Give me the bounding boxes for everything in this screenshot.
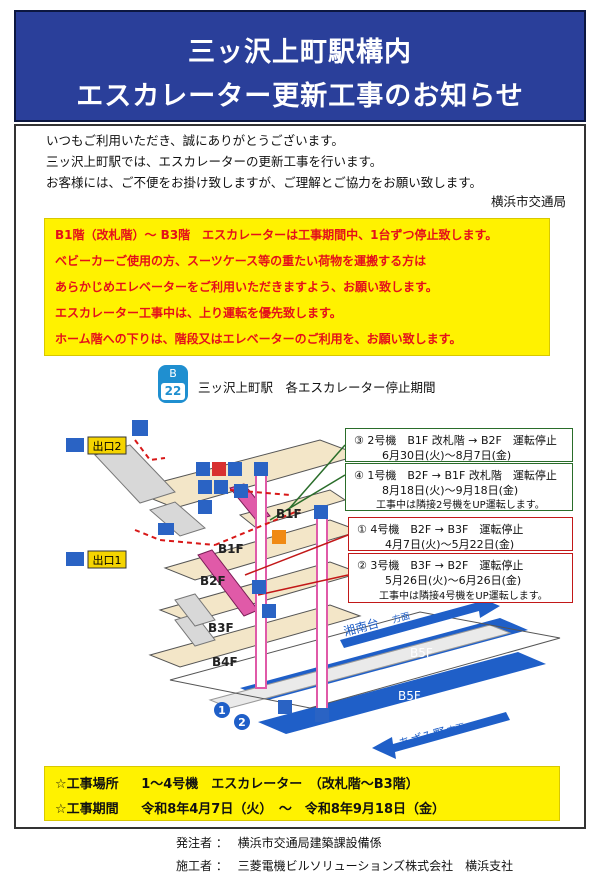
station-number-badge: B 22 [158,365,188,403]
callout-4-line1: 4号機 B2F → B3F 運転停止 [370,523,524,536]
elevator-icon-b1f [254,462,268,476]
notice-body [14,124,586,829]
callout-num-2: ② [357,559,367,572]
floor-label-b2f: B2F [200,574,226,588]
contractor-row: 施工者 ： 三菱電機ビルソリューションズ株式会社 横浜支社 [176,859,514,873]
bus-icon-exit1 [66,552,84,566]
escalator-icon-b5f [278,700,292,714]
warning-box: B1階（改札階）～ B3階 エスカレーターは工事期間中、1台ずつ停止致します。 … [44,218,550,356]
b5f-slab [169,611,561,709]
intro-signature: 横浜市交通局 [490,194,566,209]
locker-icon [196,462,210,476]
exit1-badge [87,550,127,569]
marker-2-label: 2 [238,716,246,729]
callout-num-1: ① [357,523,367,536]
callout-escalator-1: ④ 1号機 B2F → B1F 改札階 運転停止 8月18日(火)～9月18日(… [345,463,573,511]
construction-place-value: 1～4号機 エスカレーター （改札階～B3階） [141,777,419,792]
info-icon [214,480,228,494]
marker-2 [234,714,250,730]
exit1-label: 出口1 [93,553,122,567]
elevator-shaft-1 [255,467,267,689]
callout-4-line2: 4月7日(火)～5月22日(金) [385,538,515,551]
callout-1-line2: 8月18日(火)～9月18日(金) [382,484,519,497]
callout-3-line2: 5月26日(火)～6月26日(金) [385,574,522,587]
intro-line-3: お客様には、ご不便をお掛け致しますが、ご理解とご協力をお願い致します。 [46,175,483,190]
floor-label-b3f: B3F [208,621,234,635]
escalator-icon-b2f [252,580,266,594]
callout-1-line1: 1号機 B2F → B1F 改札階 運転停止 [367,469,557,482]
track-lower [258,652,546,734]
floor-label-b1f-right: B1F [276,507,302,521]
construction-period-value: 令和8年4月7日（火） ～ 令和8年9月18日（金） [141,802,446,817]
direction-azamino: あざみ野 [397,724,447,751]
construction-info-box: ☆工事場所 1～4号機 エスカレーター （改札階～B3階） ☆工事期間 令和8年… [44,766,560,821]
callout-1-line3: 工事中は隣接2号機をUP運転します。 [376,500,545,511]
marker-1 [214,702,230,718]
orderer-row: 発注者 ： 横浜市交通局建築課設備係 [176,836,382,850]
warning-line-3: あらかじめエレベーターをご利用いただきますよう、お願い致します。 [55,280,438,294]
elevator-icon-b3f [262,604,276,618]
exit2-label: 出口2 [93,439,122,453]
construction-period-label: ☆工事期間 [55,802,119,817]
orderer-value: 横浜市交通局建築課設備係 [237,836,382,850]
elevator-icon-b1 [132,420,148,436]
exit2-badge [87,436,127,455]
station-badge-line: B [169,367,177,380]
construction-place: ☆工事場所 1～4号機 エスカレーター （改札階～B3階） [55,773,419,792]
restroom-icon [212,462,226,476]
callout-num-3: ③ [354,434,364,447]
callout-num-4: ④ [354,469,364,482]
construction-place-label: ☆工事場所 [55,777,119,792]
arrow-azamino [372,712,510,759]
floor-label-b5f-upper: B5F [410,646,433,660]
station-badge-number: 22 [161,383,185,400]
title-line-2: エスカレーター更新工事のお知らせ [76,81,524,112]
station-diagram: 出口2 出口1 B1F B1F B2F B3F B4F B5F B5F 湘南台 … [66,420,561,759]
floor-label-b5f-lower: B5F [398,689,421,703]
leader-lines-red [244,534,349,596]
ticket-icon [234,484,248,498]
accessible-toilet-icon [228,462,242,476]
floor-label-b1f-left: B1F [218,542,244,556]
intro-line-1: いつもご利用いただき、誠にありがとうございます。 [46,133,344,148]
callout-3-line1: 3号機 B3F → B2F 運転停止 [370,559,524,572]
fare-gate-icon [158,523,174,535]
contractor-label: 施工者 [176,859,213,873]
callout-2-line2: 6月30日(火)～8月7日(金) [382,449,512,462]
elevator-icon-b5f [315,708,329,722]
warning-line-4: エスカレーター工事中は、上り運転を優先致します。 [55,306,342,320]
callout-2-line1: 2号機 B1F 改札階 → B2F 運転停止 [367,434,557,447]
title-line-1: 三ッ沢上町駅構内 [188,37,412,68]
warning-line-5: ホーム階への下りは、階段又はエレベーターのご利用を、お願い致します。 [55,332,462,346]
arrow-shonandai [340,596,500,648]
staff-icon [198,500,212,514]
aed-icon [272,530,286,544]
notice-header: 三ッ沢上町駅構内 エスカレーター更新工事のお知らせ [14,10,586,122]
direction-azamino-suffix: 方面 [446,721,467,737]
marker-1-label: 1 [218,704,226,717]
intro-line-2: 三ッ沢上町駅では、エスカレーターの更新工事を行います。 [46,154,383,169]
bus-icon-exit2 [66,438,84,452]
contractor-value: 三菱電機ビルソリューションズ株式会社 横浜支社 [237,859,514,873]
wheelchair-icon [198,480,212,494]
orderer-label: 発注者 [176,836,213,850]
warning-line-2: ベビーカーご使用の方、スーツケース等の重たい荷物を運搬する方は [55,254,427,268]
construction-period: ☆工事期間 令和8年4月7日（火） ～ 令和8年9月18日（金） [55,798,445,817]
diagram-title: 三ッ沢上町駅 各エスカレーター停止期間 [198,380,436,395]
warning-line-1: B1階（改札階）～ B3階 エスカレーターは工事期間中、1台ずつ停止致します。 [55,228,498,242]
elevator-shaft-2 [316,517,328,719]
callout-escalator-3: ② 3号機 B3F → B2F 運転停止 5月26日(火)～6月26日(金) 工… [348,553,573,603]
callout-escalator-2: ③ 2号機 B1F 改札階 → B2F 運転停止 6月30日(火)～8月7日(金… [345,428,573,462]
callout-3-line3: 工事中は隣接4号機をUP運転します。 [379,591,548,602]
floor-label-b4f: B4F [212,655,238,669]
facility-icons [66,420,329,722]
elevator-icon-b2f [314,505,328,519]
leader-lines-green [269,444,346,521]
callout-escalator-4: ① 4号機 B2F → B3F 運転停止 4月7日(火)～5月22日(金) [348,517,573,551]
